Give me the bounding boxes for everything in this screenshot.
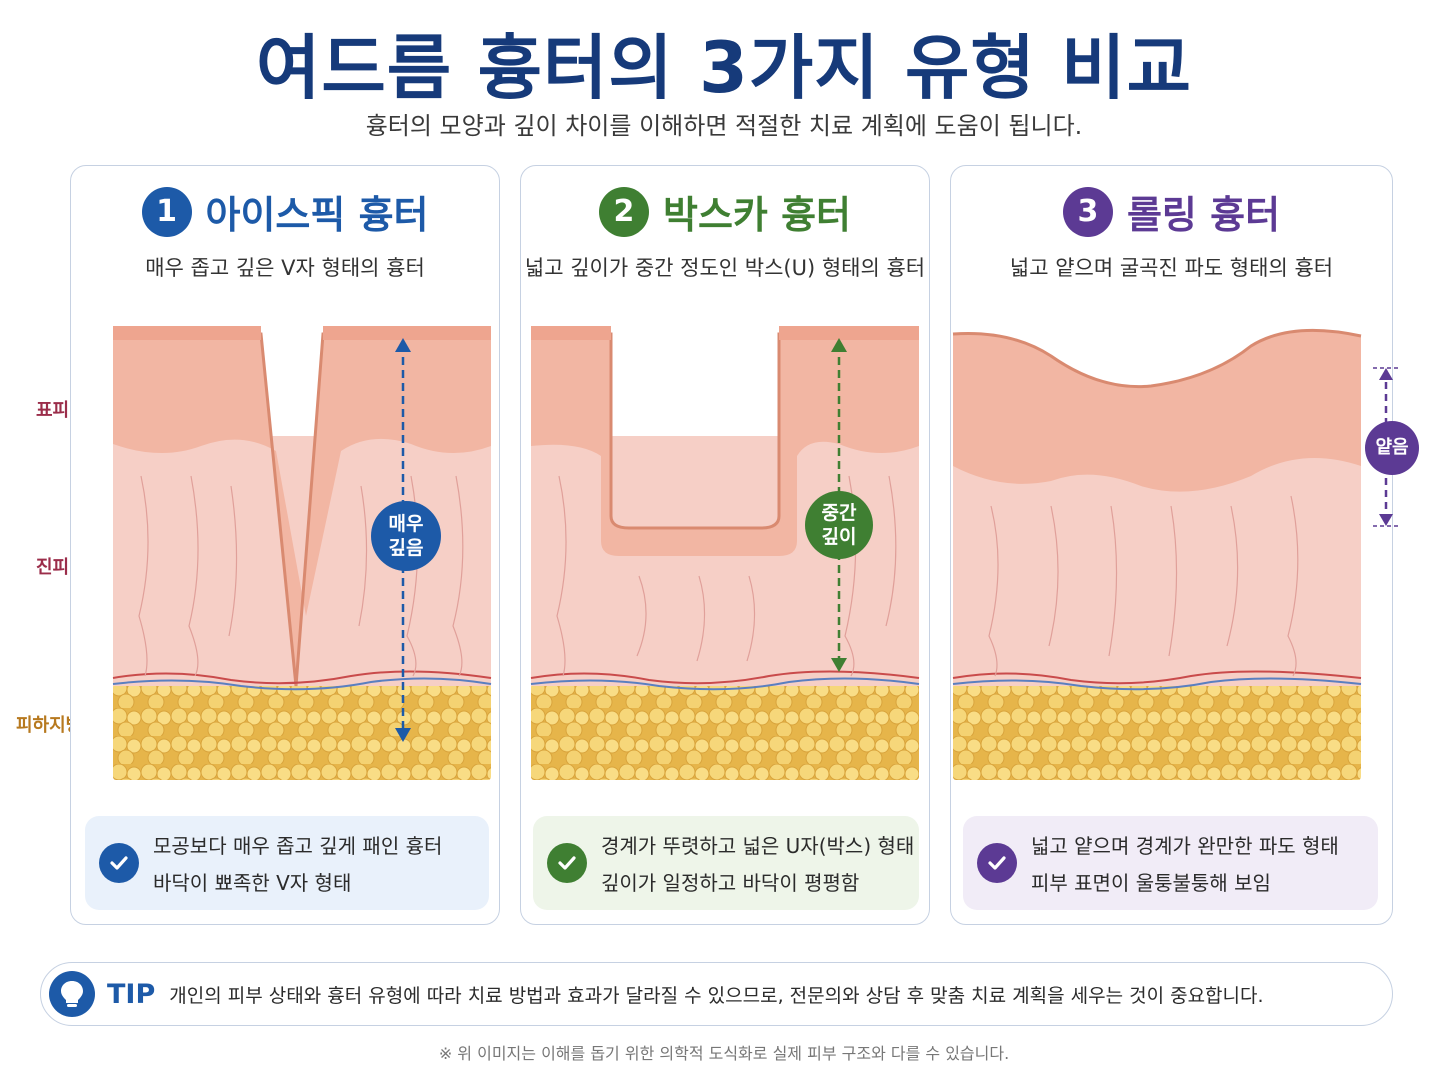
card-title: 아이스픽 흉터 xyxy=(205,193,429,237)
note-line-2: 피부 표면이 울퉁불퉁해 보임 xyxy=(1031,871,1271,895)
card-icepick: 1 아이스픽 흉터 매우 좁고 깊은 V자 형태의 흉터 xyxy=(70,165,500,925)
depth-badge-line2: 깊음 xyxy=(388,537,424,559)
check-icon xyxy=(977,843,1017,883)
skin-illustration-boxcar xyxy=(530,326,920,780)
depth-arrow-head-top xyxy=(395,338,411,352)
layer-label-epidermis: 표피 xyxy=(36,400,70,421)
dermis-layer xyxy=(531,436,919,686)
skin-top xyxy=(113,326,261,340)
card-rolling: 3 롤링 흉터 넓고 얕으며 굴곡진 파도 형태의 흉터 xyxy=(950,165,1419,925)
layer-label-dermis: 진피 xyxy=(36,557,70,578)
card-header: 1 아이스픽 흉터 xyxy=(71,184,499,239)
card-title: 박스카 흉터 xyxy=(662,193,852,237)
epidermis-layer xyxy=(953,330,1361,492)
tip-bar: TIP 개인의 피부 상태와 흉터 유형에 따라 치료 방법과 효과가 달라질 … xyxy=(40,962,1393,1026)
vessel-blue xyxy=(952,677,1362,691)
card-note: 모공보다 매우 좁고 깊게 패인 흉터 바닥이 뾰족한 V자 형태 xyxy=(85,816,489,910)
note-line-1: 경계가 뚜렷하고 넓은 U자(박스) 형태 xyxy=(601,834,915,858)
card-description: 매우 좁고 깊은 V자 형태의 흉터 xyxy=(145,256,425,280)
depth-badge: 매우 깊음 xyxy=(371,501,441,571)
note-line-2: 바닥이 뾰족한 V자 형태 xyxy=(153,871,352,895)
card-number-badge: 2 xyxy=(598,186,649,237)
depth-badge-line1: 매우 xyxy=(388,513,424,535)
card-header: 3 롤링 흉터 xyxy=(951,184,1392,239)
check-icon xyxy=(99,843,139,883)
card-description: 넓고 깊이가 중간 정도인 박스(U) 형태의 흉터 xyxy=(524,256,926,280)
card-note: 넓고 얕으며 경계가 완만한 파도 형태 피부 표면이 울퉁불퉁해 보임 xyxy=(963,816,1378,910)
fat-layer xyxy=(531,684,919,780)
epidermis-layer xyxy=(531,334,919,556)
skin-top xyxy=(323,326,491,340)
card-description: 넓고 얕으며 굴곡진 파도 형태의 흉터 xyxy=(1009,256,1334,280)
dermis-fibers xyxy=(988,495,1299,677)
note-line-1: 넓고 얕으며 경계가 완만한 파도 형태 xyxy=(1031,834,1339,858)
depth-badge: 얕음 xyxy=(1365,421,1419,475)
vessel-red xyxy=(112,670,492,685)
skin-top xyxy=(531,326,611,340)
depth-badge-line2: 깊이 xyxy=(821,526,857,548)
page-subtitle: 흉터의 모양과 깊이 차이를 이해하면 적절한 치료 계획에 도움이 됩니다. xyxy=(365,112,1083,140)
card-title: 롤링 흉터 xyxy=(1126,193,1281,237)
tip-label: TIP xyxy=(107,978,156,1010)
depth-arrow-head-bottom xyxy=(831,658,847,672)
check-icon xyxy=(547,843,587,883)
card-number-badge: 3 xyxy=(1062,186,1113,237)
footnote: ※ 위 이미지는 이해를 돕기 위한 의학적 도식화로 실제 피부 구조와 다를… xyxy=(438,1044,1010,1063)
tip-text: 개인의 피부 상태와 흉터 유형에 따라 치료 방법과 효과가 달라질 수 있으… xyxy=(169,984,1264,1007)
vessel-red xyxy=(530,670,920,685)
depth-badge-line1: 중간 xyxy=(821,502,857,524)
layer-label-subcutis: 피하지방 xyxy=(16,715,83,736)
skin-surface xyxy=(952,328,1362,389)
note-line-2: 깊이가 일정하고 바닥이 평평함 xyxy=(601,871,860,895)
note-line-1: 모공보다 매우 좁고 깊게 패인 흉터 xyxy=(153,834,443,858)
epidermis-layer xyxy=(113,334,491,686)
depth-badge-line1: 얕음 xyxy=(1375,437,1409,458)
card-number-badge: 1 xyxy=(141,186,192,237)
skin-top xyxy=(779,326,919,340)
page-title: 여드름 흉터의 3가지 유형 비교 xyxy=(256,27,1192,109)
card-note: 경계가 뚜렷하고 넓은 U자(박스) 형태 깊이가 일정하고 바닥이 평평함 xyxy=(533,816,919,910)
skin-surface xyxy=(531,332,919,530)
lightbulb-icon xyxy=(49,971,95,1017)
vessel-red xyxy=(952,670,1362,685)
vessel-blue xyxy=(112,677,492,691)
fat-layer xyxy=(113,684,491,780)
depth-badge: 중간 깊이 xyxy=(805,491,873,559)
depth-arrow-head-top xyxy=(831,338,847,352)
fat-layer xyxy=(953,684,1361,780)
skin-illustration-rolling xyxy=(952,328,1362,780)
dermis-layer xyxy=(113,436,491,686)
depth-arrow-head-bottom xyxy=(395,728,411,742)
card-boxcar: 2 박스카 흉터 넓고 깊이가 중간 정도인 박스(U) 형태의 흉터 xyxy=(520,165,930,925)
card-header: 2 박스카 흉터 xyxy=(521,184,929,239)
vessel-blue xyxy=(530,677,920,691)
